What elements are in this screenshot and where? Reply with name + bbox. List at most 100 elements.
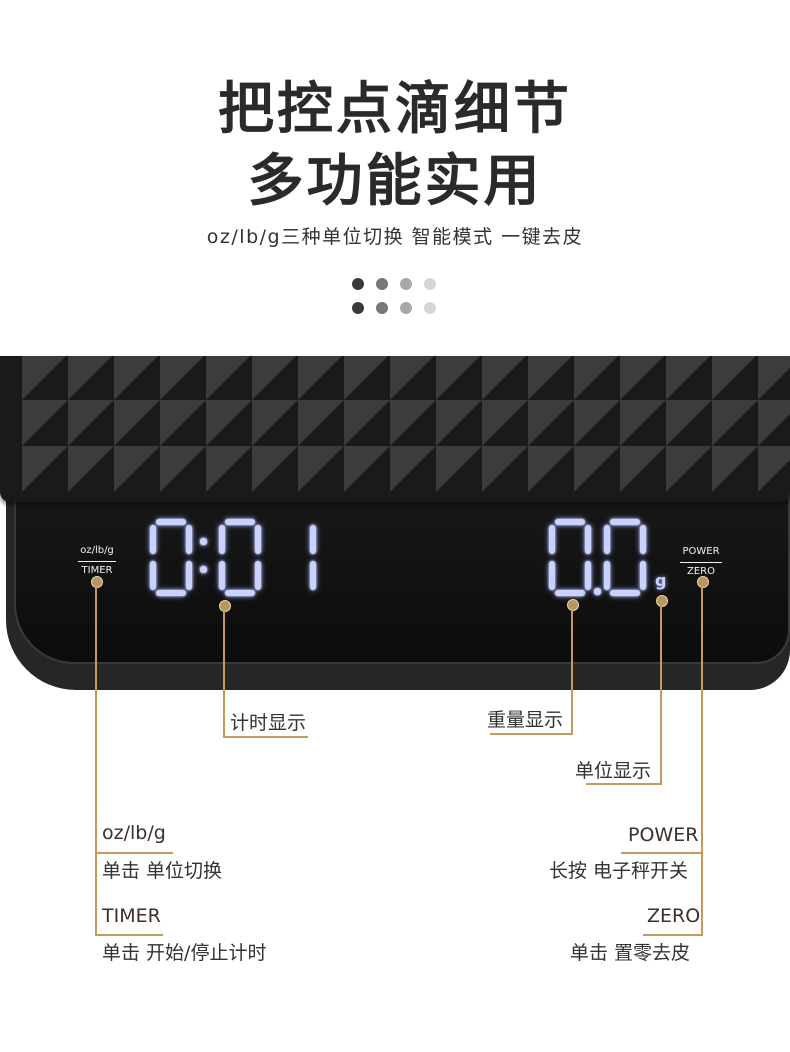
indicator-dot[interactable] (376, 278, 388, 290)
pad-pyramid (206, 400, 252, 446)
pad-pyramid (206, 356, 252, 400)
headline-line-1: 把控点滴细节 (218, 77, 572, 142)
pad-pyramid (436, 400, 482, 446)
callout-line (490, 733, 573, 735)
callout-unit-display: 单位显示 (575, 760, 652, 782)
indicator-dot[interactable] (352, 278, 364, 290)
pad-pyramid (390, 400, 436, 446)
pad-pyramid (298, 356, 344, 400)
callout-marker (656, 595, 668, 607)
pad-pyramid (758, 446, 790, 492)
pad-pyramid (114, 400, 160, 446)
pad-pyramid (436, 446, 482, 492)
pad-pyramid (620, 356, 666, 400)
button-label-units: oz/lb/g (80, 545, 114, 556)
pad-pyramid (206, 446, 252, 492)
pad-pyramid (160, 356, 206, 400)
pad-pyramid (528, 446, 574, 492)
callout-power-desc: 长按 电子秤开关 (549, 860, 689, 882)
pad-pyramid (68, 356, 114, 400)
pad-pyramid (344, 446, 390, 492)
callout-line (223, 610, 225, 738)
pad-pyramid (574, 400, 620, 446)
pad-pyramid (390, 356, 436, 400)
callout-line (586, 783, 662, 785)
button-label-timer: TIMER (81, 565, 113, 576)
callout-power-title: POWER (628, 824, 699, 846)
callout-line (223, 736, 308, 738)
callout-line (621, 852, 703, 854)
callout-line (95, 934, 163, 936)
pad-pyramid (758, 356, 790, 400)
pad-pyramid (160, 400, 206, 446)
pad-pyramid (482, 400, 528, 446)
pad-pyramid (344, 356, 390, 400)
unit-indicator: g (655, 571, 667, 590)
callout-line (571, 609, 573, 735)
scale-display-panel (14, 490, 790, 664)
indicator-dot[interactable] (376, 302, 388, 314)
headline-line-2: 多功能实用 (247, 149, 543, 214)
pad-pyramid (22, 400, 68, 446)
pad-pyramid (666, 400, 712, 446)
pad-pyramid (482, 356, 528, 400)
carousel-indicator (352, 278, 442, 318)
pad-pyramid (252, 356, 298, 400)
button-divider (680, 562, 722, 563)
button-label-power: POWER (682, 546, 720, 557)
button-label-zero: ZERO (687, 566, 715, 577)
pad-pyramid (574, 446, 620, 492)
indicator-dot[interactable] (400, 302, 412, 314)
callout-marker (567, 599, 579, 611)
button-divider (78, 561, 116, 562)
pad-pyramid (620, 400, 666, 446)
pad-pyramid (574, 356, 620, 400)
callout-zero-desc: 单击 置零去皮 (570, 942, 691, 964)
pad-pyramid (436, 356, 482, 400)
callout-oz-lb-g-desc: 单击 单位切换 (102, 860, 223, 882)
pad-pyramid (160, 446, 206, 492)
callout-timer-display: 计时显示 (230, 712, 307, 734)
feature-subtitle: oz/lb/g三种单位切换 智能模式 一键去皮 (206, 226, 584, 248)
callout-line (95, 586, 97, 936)
pad-pyramid (22, 446, 68, 492)
pad-pyramid (68, 446, 114, 492)
pad-pyramid (528, 356, 574, 400)
callout-marker (697, 576, 709, 588)
callout-timer-desc: 单击 开始/停止计时 (102, 942, 267, 964)
callout-line (701, 586, 703, 936)
callout-zero-title: ZERO (647, 905, 701, 927)
callout-line (95, 852, 173, 854)
callout-marker (219, 600, 231, 612)
callout-marker (91, 576, 103, 588)
callout-line (660, 605, 662, 785)
pad-pyramid (528, 400, 574, 446)
pad-pyramid (252, 446, 298, 492)
pad-pyramid (390, 446, 436, 492)
pad-pyramid (482, 446, 528, 492)
pad-pyramid (712, 356, 758, 400)
pad-pyramid (712, 446, 758, 492)
indicator-dot[interactable] (400, 278, 412, 290)
pad-pyramid (712, 400, 758, 446)
pad-pyramid (666, 446, 712, 492)
callout-timer-title: TIMER (102, 905, 161, 927)
pad-pyramid (666, 356, 712, 400)
pad-pyramid (252, 400, 298, 446)
pad-pyramid (22, 356, 68, 400)
callout-line (643, 934, 703, 936)
pad-pyramid (298, 446, 344, 492)
silicone-pad (0, 356, 790, 502)
pad-pyramid (298, 400, 344, 446)
pad-pyramid (114, 356, 160, 400)
pad-pyramid (114, 446, 160, 492)
pad-pyramid (620, 446, 666, 492)
indicator-dot[interactable] (424, 302, 436, 314)
pad-pyramid (68, 400, 114, 446)
pad-pyramid (344, 400, 390, 446)
pad-pyramid (758, 400, 790, 446)
indicator-dot[interactable] (352, 302, 364, 314)
callout-weight-display: 重量显示 (487, 709, 564, 731)
indicator-dot[interactable] (424, 278, 436, 290)
